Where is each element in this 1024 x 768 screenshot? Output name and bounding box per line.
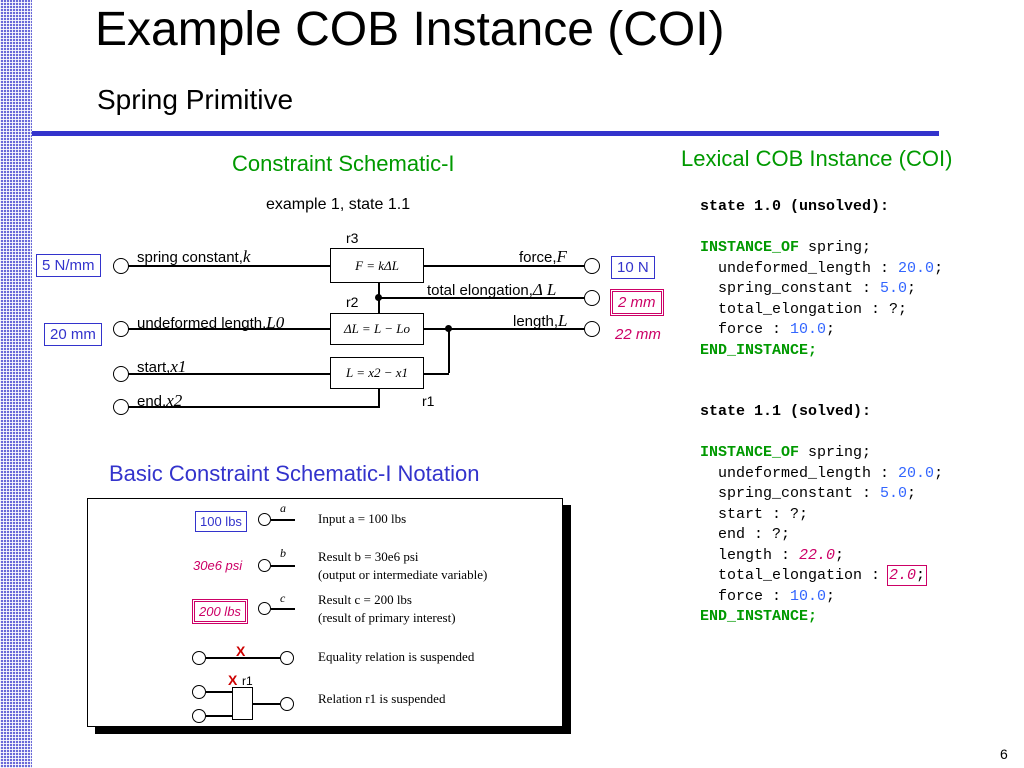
notation-terminal-eq-right — [280, 651, 294, 665]
notation-wire-r1-c — [253, 703, 280, 705]
relation-r1-name: r1 — [422, 393, 435, 409]
notation-value-c: 200 lbs — [192, 599, 248, 624]
wire-r1-out — [424, 373, 449, 375]
notation-terminal-r1-a — [192, 685, 206, 699]
notation-text-c: Result c = 200 lbs — [318, 592, 412, 607]
notation-wire-c — [271, 608, 295, 610]
notation-terminal-r1-c — [280, 697, 294, 711]
notation-var-a: a — [280, 501, 286, 515]
notation-text-r1: Relation r1 is suspended — [318, 691, 446, 706]
notation-terminal-eq-left — [192, 651, 206, 665]
terminal-k[interactable] — [113, 258, 129, 274]
label-undeformed-length: undeformed length,L0 — [137, 313, 285, 332]
relation-r2: ΔL = L − Lo — [330, 313, 424, 345]
wire-F — [424, 265, 584, 267]
label-end: end,x2 — [137, 391, 183, 410]
suspend-mark-icon: X — [236, 643, 246, 659]
label-spring-constant: spring constant,k — [137, 247, 251, 266]
wire-r1-x2 — [378, 389, 380, 407]
terminal-F[interactable] — [584, 258, 600, 274]
terminal-deltaL[interactable] — [584, 290, 600, 306]
value-box-F: 10 N — [611, 256, 655, 279]
slide-title: Example COB Instance (COI) — [95, 3, 725, 56]
notation-text-a: Input a = 100 lbs — [318, 511, 407, 526]
notation-rel-name: r1 — [242, 674, 253, 688]
notation-text-b2: (output or intermediate variable) — [318, 567, 488, 582]
code-state-1-0: state 1.0 (unsolved): INSTANCE_OF spring… — [700, 198, 944, 359]
junction-dot — [375, 294, 382, 301]
notation-wire-eq — [206, 657, 280, 659]
slide-subtitle: Spring Primitive — [97, 84, 294, 115]
notation-text-b: Result b = 30e6 psi — [318, 549, 419, 564]
label-start: start,x1 — [137, 357, 187, 376]
title-rule — [32, 131, 939, 136]
notation-terminal-c — [258, 602, 271, 615]
notation-value-a: 100 lbs — [195, 511, 247, 532]
notation-wire-r1-a — [206, 691, 232, 693]
relation-r3-name: r3 — [346, 230, 359, 246]
page-number: 6 — [1000, 746, 1008, 762]
lexical-heading: Lexical COB Instance (COI) — [681, 146, 953, 171]
notation-value-b: 30e6 psi — [193, 558, 243, 573]
relation-r3: F = kΔL — [330, 248, 424, 283]
schematic-caption: example 1, state 1.1 — [266, 196, 411, 213]
notation-wire-a — [271, 519, 295, 521]
relation-r2-name: r2 — [346, 294, 359, 310]
terminal-L[interactable] — [584, 321, 600, 337]
notation-text-c2: (result of primary interest) — [318, 610, 456, 625]
notation-box — [87, 498, 563, 727]
terminal-x2[interactable] — [113, 399, 129, 415]
value-box-k: 5 N/mm — [36, 254, 101, 277]
notation-var-c: c — [280, 591, 286, 605]
notation-wire-r1-b — [206, 715, 232, 717]
notation-wire-b — [271, 565, 295, 567]
notation-heading: Basic Constraint Schematic-I Notation — [109, 461, 480, 486]
value-box-L0: 20 mm — [44, 323, 102, 346]
label-total-elongation: total elongation,Δ L — [427, 280, 557, 299]
wire-L0 — [128, 328, 330, 330]
notation-relation-box — [232, 687, 253, 720]
wire-L-r1 — [448, 328, 450, 373]
notation-terminal-r1-b — [192, 709, 206, 723]
junction-dot — [445, 325, 452, 332]
wire-L — [424, 328, 584, 330]
schematic-heading: Constraint Schematic-I — [232, 151, 455, 176]
terminal-L0[interactable] — [113, 321, 129, 337]
highlight-total-elongation: 2.0; — [887, 565, 928, 586]
notation-terminal-a — [258, 513, 271, 526]
code-state-1-1: state 1.1 (solved): INSTANCE_OF spring; … — [700, 403, 944, 625]
label-length: length,L — [513, 311, 568, 330]
wire-x1 — [128, 373, 330, 375]
notation-var-b: b — [280, 546, 286, 560]
terminal-x1[interactable] — [113, 366, 129, 382]
relation-r1: L = x2 − x1 — [330, 357, 424, 389]
wire-k — [128, 265, 330, 267]
code-header: state 1.0 (unsolved): — [700, 198, 890, 215]
label-force: force,F — [519, 247, 567, 266]
code-header: state 1.1 (solved): — [700, 403, 872, 420]
value-box-deltaL: 2 mm — [610, 289, 664, 316]
wire-x2 — [128, 406, 380, 408]
left-decor-bar — [0, 0, 32, 768]
notation-text-eq: Equality relation is suspended — [318, 649, 475, 664]
suspend-mark-icon: X — [228, 672, 238, 688]
wire-deltaL — [378, 297, 584, 299]
notation-terminal-b — [258, 559, 271, 572]
value-L: 22 mm — [615, 326, 661, 343]
